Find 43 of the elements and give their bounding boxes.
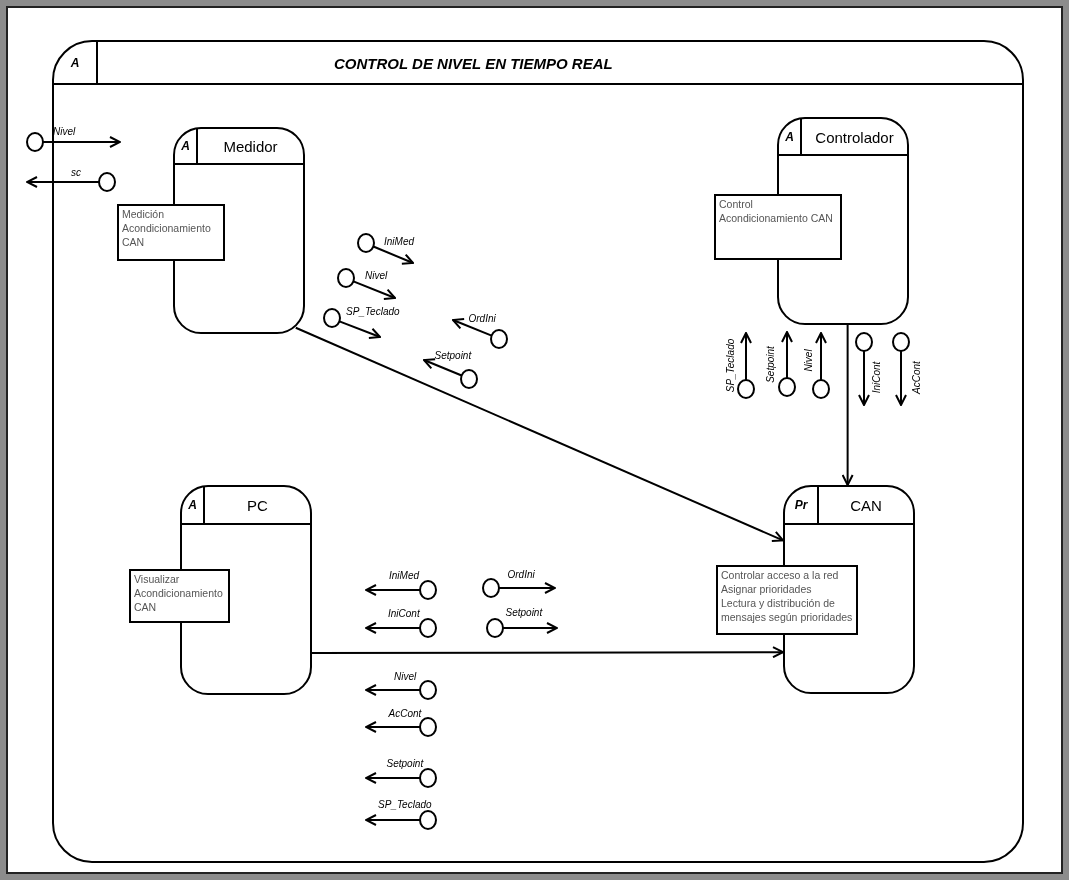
message-label: SP_Teclado xyxy=(346,305,400,317)
note-text: Visualizar Acondicionamiento CAN xyxy=(134,572,224,614)
message-label: Nivel xyxy=(53,125,76,137)
message-label: SP_Teclado xyxy=(378,798,432,810)
note-text: Medición Acondicionamiento CAN xyxy=(122,207,212,249)
message-label: OrdIni xyxy=(507,568,535,580)
tag-label: Pr xyxy=(794,498,808,512)
connector-arrow xyxy=(841,324,854,486)
message-label: OrdIni xyxy=(468,312,496,324)
note-text: Controlar acceso a la red xyxy=(721,568,840,582)
message-label: AcCont xyxy=(388,707,422,719)
note-box xyxy=(129,569,230,623)
message-label: Setpoint xyxy=(386,757,424,769)
tag-label: A xyxy=(70,55,80,70)
message-label: Setpoint xyxy=(764,345,776,383)
note-text: Lectura y distribución de mensajes según prioridades xyxy=(721,596,853,624)
message-label: Setpoint xyxy=(434,349,472,361)
note-box xyxy=(716,565,858,635)
frame-title: CONTROL DE NIVEL EN TIEMPO REAL xyxy=(334,54,613,71)
module-name: PC xyxy=(246,496,269,514)
message-label: Setpoint xyxy=(505,606,543,618)
connector-arrow xyxy=(294,326,784,542)
message-label: sc xyxy=(71,166,81,178)
message-label: SP_Teclado xyxy=(725,338,737,392)
module-name: Medidor xyxy=(222,137,279,155)
note-box xyxy=(714,194,842,260)
tag-label: A xyxy=(188,498,197,512)
tag-label: A xyxy=(181,139,190,153)
message-label: IniMed xyxy=(384,235,414,247)
tag-label: A xyxy=(785,129,794,144)
message-label: AcCont xyxy=(910,360,922,394)
message-label: IniMed xyxy=(389,569,419,581)
connector-arrow xyxy=(311,646,784,659)
message-label: Nivel xyxy=(802,348,814,372)
message-label: IniCont xyxy=(871,361,883,393)
message-label: Nivel xyxy=(394,670,417,682)
note-box xyxy=(117,204,225,261)
message-label: IniCont xyxy=(388,607,420,619)
note-text: Asignar prioridades xyxy=(721,582,813,596)
note-text: Control Acondicionamiento CAN xyxy=(719,197,834,225)
module-name: CAN xyxy=(849,496,883,514)
message-label: Nivel xyxy=(365,269,388,281)
module-name: Controlador xyxy=(814,128,895,145)
